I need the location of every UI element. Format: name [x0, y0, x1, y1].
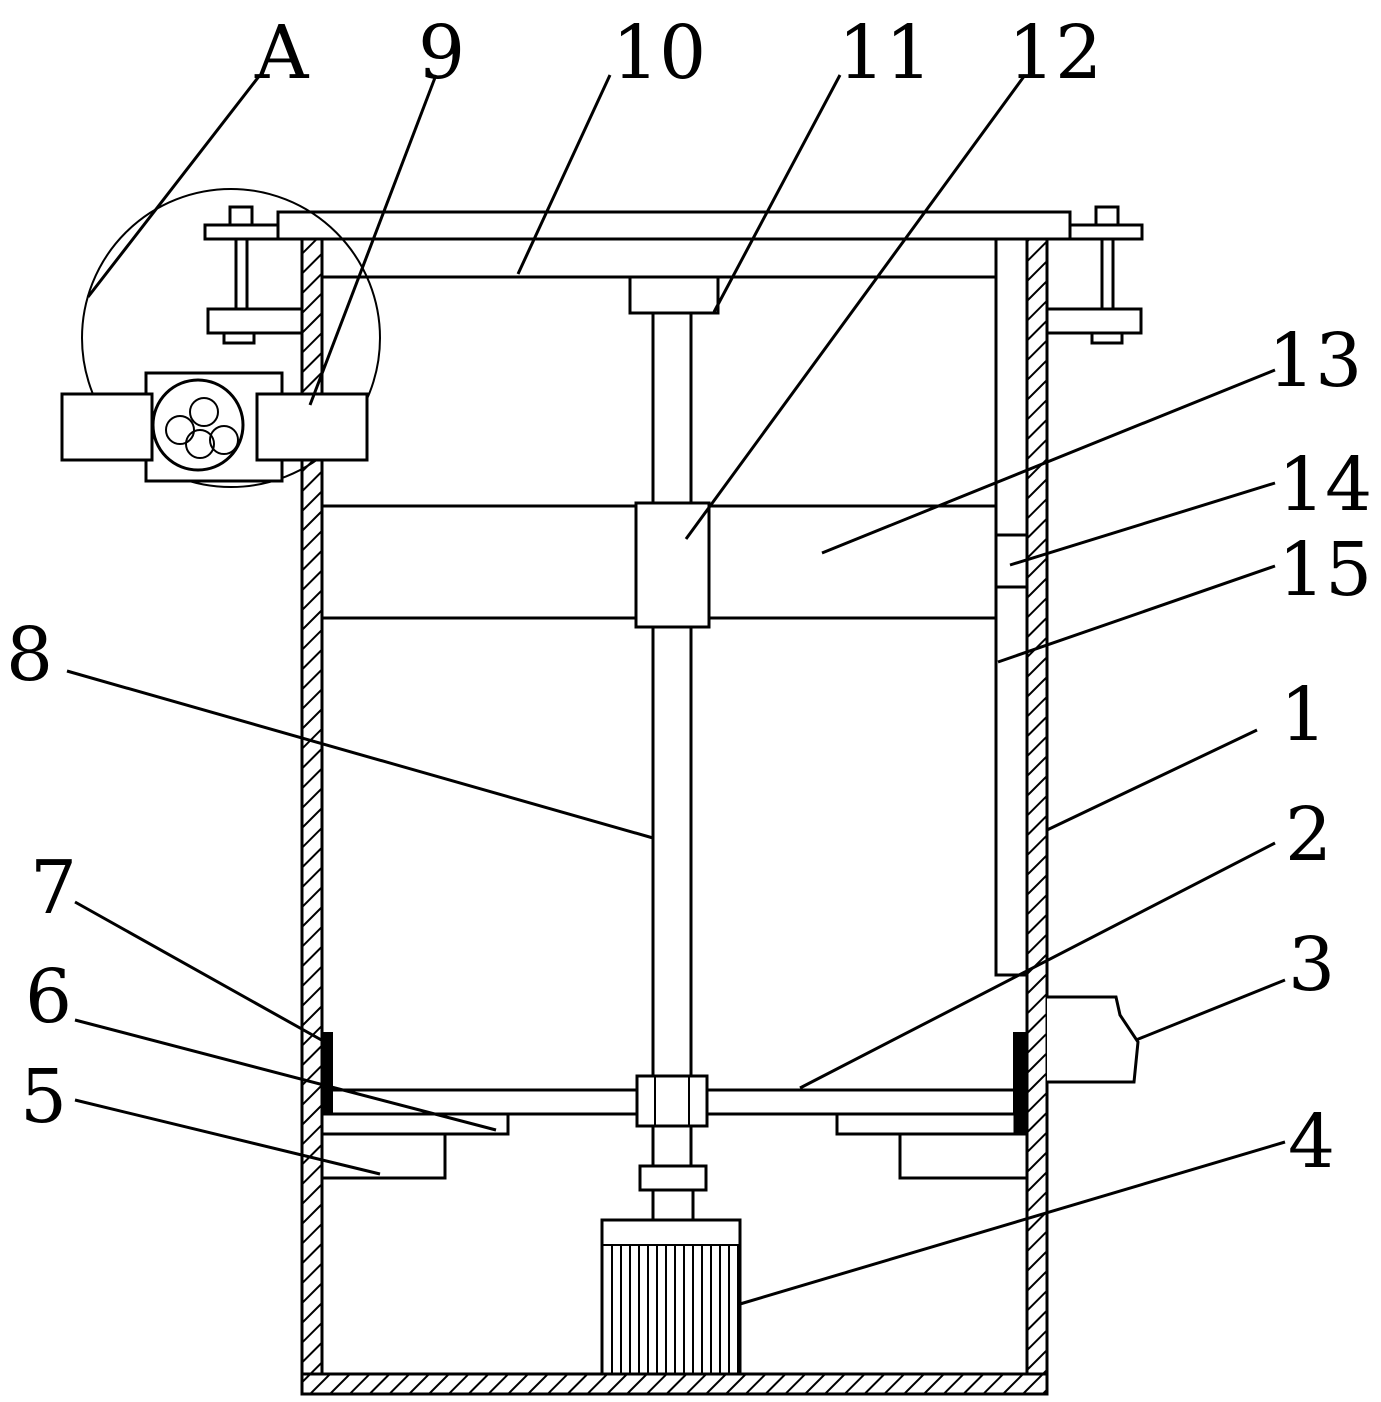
- motor-4: [600, 1164, 742, 1376]
- label-13: 13: [1268, 318, 1362, 404]
- label-a: A: [254, 10, 310, 96]
- label-4: 4: [1288, 1099, 1335, 1185]
- block-5-left: [320, 1132, 447, 1180]
- left-bolt-assembly: [203, 205, 304, 345]
- label-2: 2: [1285, 792, 1332, 878]
- guide-rail-15: [994, 237, 1029, 977]
- bottom-wall: [300, 1372, 1049, 1396]
- shaft-8: [651, 311, 693, 1180]
- part-labels: A 9 10 11 12 13 14 15 8 1 2 3 4 7 6 5: [6, 10, 1372, 1185]
- leader-lines: [66, 74, 1286, 1306]
- label-6: 6: [25, 954, 72, 1040]
- label-7: 7: [30, 845, 77, 931]
- right-wall: [1025, 236, 1049, 1396]
- label-15: 15: [1278, 527, 1372, 613]
- label-9: 9: [418, 10, 465, 96]
- label-1: 1: [1280, 672, 1327, 758]
- outlet-3: [1047, 995, 1140, 1084]
- label-3: 3: [1288, 922, 1335, 1008]
- label-10: 10: [612, 10, 706, 96]
- label-11: 11: [838, 10, 932, 96]
- detail-a-circle: [81, 188, 381, 488]
- bearing: [635, 1074, 709, 1128]
- gear-motor-9: [60, 371, 369, 483]
- label-5: 5: [20, 1054, 67, 1140]
- right-bolt-assembly: [1045, 205, 1144, 345]
- label-8: 8: [6, 612, 53, 698]
- label-14: 14: [1278, 442, 1372, 528]
- block-5-right: [898, 1132, 1029, 1180]
- shaft-coupling-11: [628, 275, 720, 315]
- block-6-left: [320, 1112, 510, 1136]
- block-6-right: [835, 1112, 1017, 1136]
- label-12: 12: [1008, 10, 1102, 96]
- lid-inner-plate-10: [320, 237, 998, 279]
- lid-top-plate: [276, 210, 1072, 241]
